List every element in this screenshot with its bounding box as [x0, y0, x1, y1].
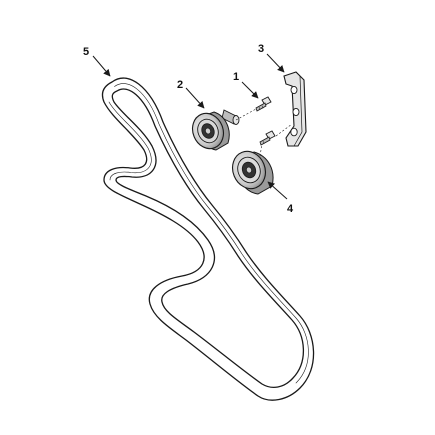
leader-1	[241, 81, 259, 99]
mounting-bracket	[283, 71, 307, 147]
idler-pulley	[191, 109, 240, 151]
leader-3	[266, 53, 285, 73]
callout-2: 2	[177, 79, 183, 91]
callout-3: 3	[258, 43, 264, 55]
tensioner-pulley	[231, 150, 274, 195]
callout-4: 4	[287, 203, 294, 215]
callout-labels: 5 2 1 3 4	[83, 43, 294, 215]
alignment-lines	[235, 108, 293, 157]
tensioner-bolt	[259, 130, 276, 146]
callout-leaders	[92, 53, 288, 200]
drive-belt	[101, 77, 315, 401]
leader-5	[92, 55, 111, 77]
leader-4	[267, 181, 288, 200]
callout-5: 5	[83, 46, 89, 58]
leader-2	[185, 87, 205, 109]
bolt	[255, 96, 272, 112]
callout-1: 1	[233, 71, 239, 83]
